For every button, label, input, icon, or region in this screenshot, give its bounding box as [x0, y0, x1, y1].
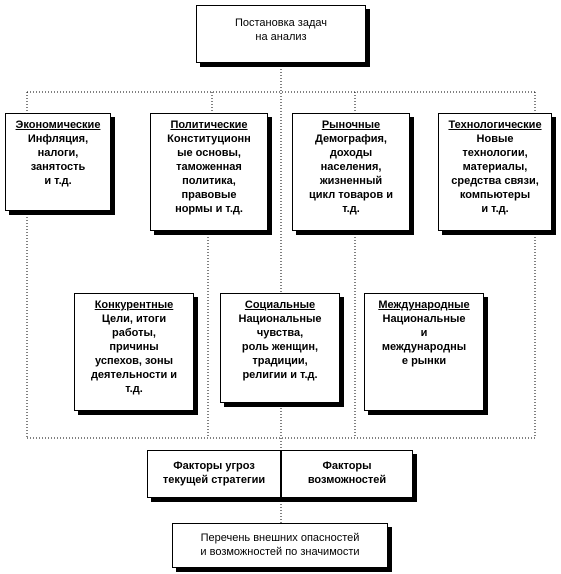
factor-social-title: Социальные [244, 299, 316, 311]
factor-political-box: Политические Конституционн ые основы, та… [150, 113, 268, 231]
result-box: Перечень внешних опасностей и возможност… [172, 523, 388, 568]
factor-market-body: Демография, доходы населения, жизненный … [309, 133, 393, 215]
factor-competitive-title: Конкурентные [94, 299, 174, 311]
factor-political-title: Политические [170, 119, 248, 131]
factor-social-body: Национальные чувства, роль женщин, тради… [238, 313, 322, 381]
factor-political-body: Конституционн ые основы, таможенная поли… [167, 133, 251, 215]
task-statement-text: Постановка задач на анализ [234, 17, 327, 43]
factor-technological-title: Технологические [448, 119, 542, 131]
factor-technological-body: Новые технологии, материалы, средства св… [451, 133, 539, 215]
factor-social-box: Социальные Национальные чувства, роль же… [220, 293, 340, 403]
factor-market-title: Рыночные [321, 119, 381, 131]
task-statement-box: Постановка задач на анализ [196, 5, 366, 63]
factor-international-title: Международные [378, 299, 470, 311]
factor-international-body: Национальные и международны е рынки [381, 313, 467, 367]
factor-market-box: Рыночные Демография, доходы населения, ж… [292, 113, 410, 231]
factor-economic-box: Экономические Инфляция, налоги, занятост… [5, 113, 111, 211]
factor-technological-box: Технологические Новые технологии, матери… [438, 113, 552, 231]
factor-competitive-box: Конкурентные Цели, итоги работы, причины… [74, 293, 194, 411]
opportunities-text: Факторы возможностей [307, 460, 387, 486]
factor-economic-title: Экономические [15, 119, 101, 131]
result-text: Перечень внешних опасностей и возможност… [200, 532, 360, 558]
opportunities-box: Факторы возможностей [281, 450, 413, 498]
factor-competitive-body: Цели, итоги работы, причины успехов, зон… [90, 313, 178, 395]
threats-box: Факторы угроз текущей стратегии [147, 450, 281, 498]
factor-international-box: Международные Национальные и международн… [364, 293, 484, 411]
factor-economic-body: Инфляция, налоги, занятость и т.д. [27, 133, 89, 187]
threats-text: Факторы угроз текущей стратегии [162, 460, 266, 486]
